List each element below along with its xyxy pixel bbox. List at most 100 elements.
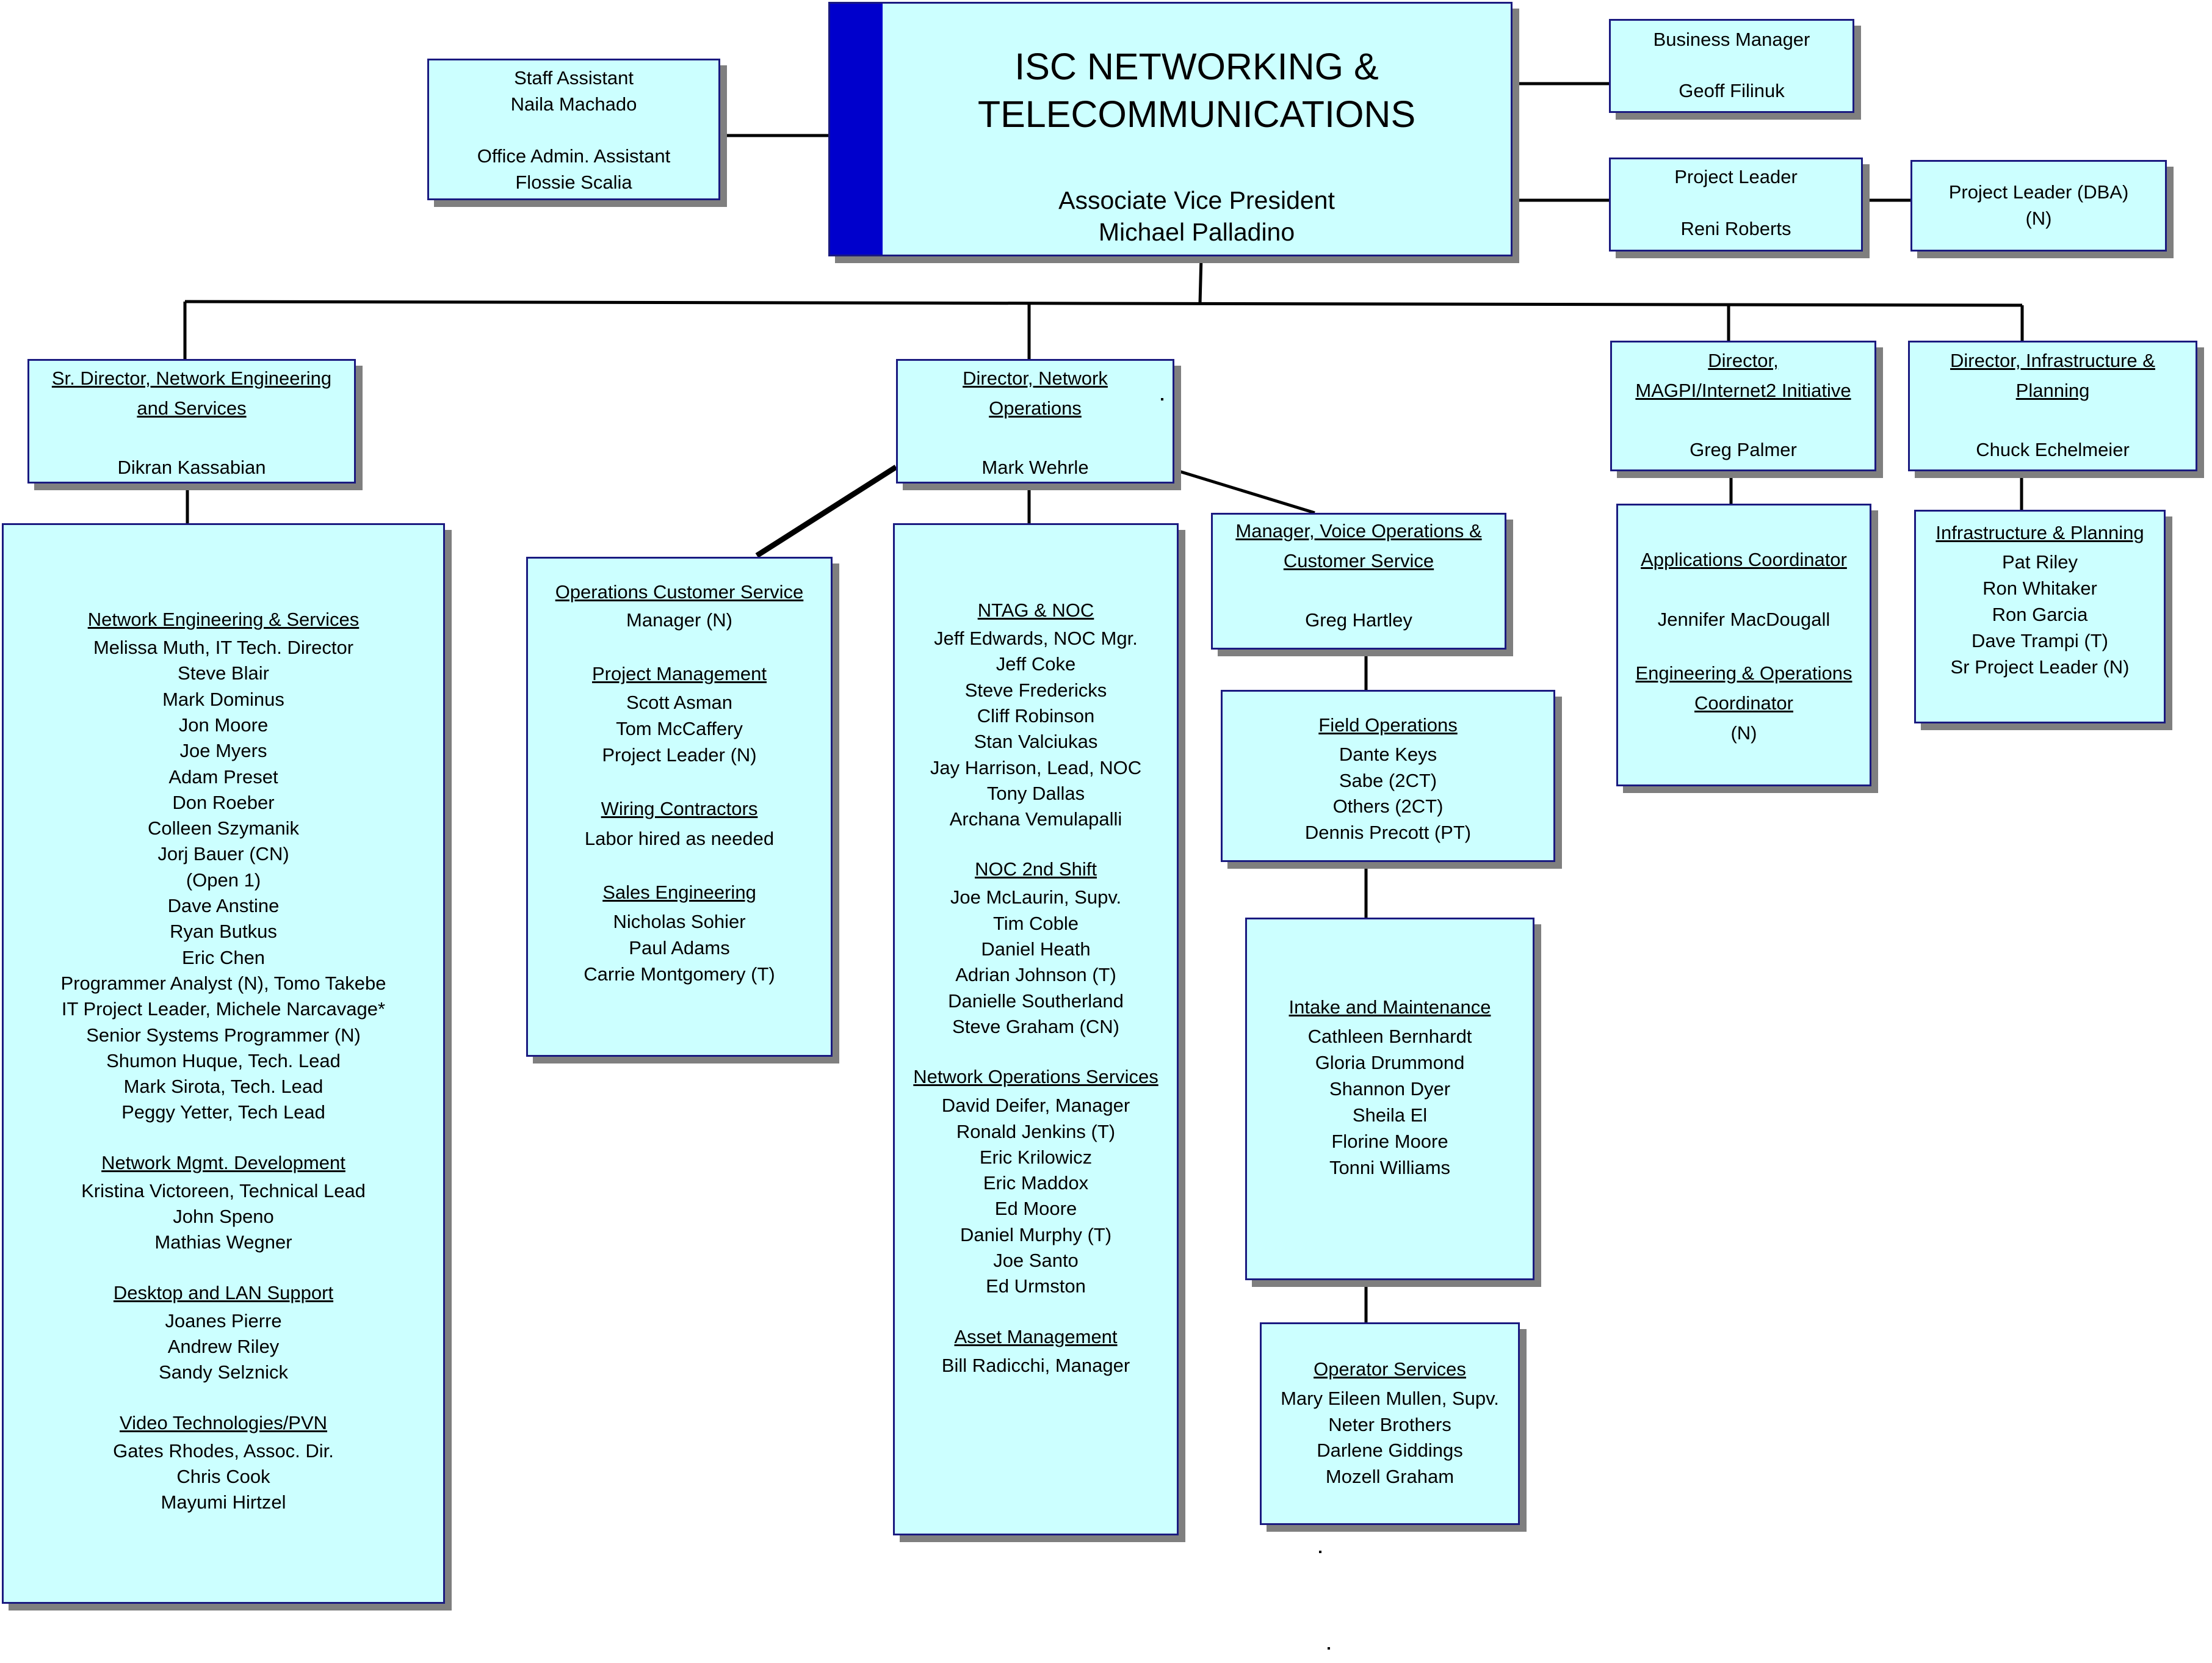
net-eng-entry: Mayumi Hirtzel <box>161 1491 286 1513</box>
ntag-entry: Eric Krilowicz <box>979 1146 1093 1168</box>
infra-planning-entry: Sr Project Leader (N) <box>1950 656 2130 678</box>
director-magpi-name: Greg Palmer <box>1690 439 1797 460</box>
director-magpi-title-2: MAGPI/Internet2 Initiative <box>1635 380 1851 401</box>
ntag-heading: Network Operations Services <box>913 1066 1158 1088</box>
ops-cs-entry: Manager (N) <box>626 609 732 631</box>
ntag-heading: NTAG & NOC <box>977 600 1094 621</box>
operator-entry: Darlene Giddings <box>1317 1440 1463 1461</box>
net-eng-entry: Ryan Butkus <box>170 921 277 943</box>
net-eng-entry: Eric Chen <box>181 946 266 968</box>
net-eng-entry: IT Project Leader, Michele Narcavage* <box>61 998 386 1020</box>
net-eng-entry: Steve Blair <box>178 662 269 684</box>
field-ops-entry: Sabe (2CT) <box>1339 769 1437 791</box>
net-eng-entry: Don Roeber <box>172 791 275 813</box>
net-eng-entry: Peggy Yetter, Tech Lead <box>121 1101 325 1123</box>
intake-entry: Cathleen Bernhardt <box>1307 1026 1472 1047</box>
net-eng-entry: Melissa Muth, IT Tech. Director <box>93 637 354 658</box>
org-title-line1: ISC NETWORKING & <box>1014 46 1379 87</box>
business-manager-box: Business Manager Geoff Filinuk <box>1609 19 1854 113</box>
ntag-entry: Tony Dallas <box>986 782 1085 804</box>
ops-cs-entry: Project Leader (N) <box>602 744 757 766</box>
net-eng-heading: Desktop and LAN Support <box>113 1281 334 1303</box>
avp-name: Michael Palladino <box>1098 218 1295 246</box>
sr-director-name: Dikran Kassabian <box>117 457 266 478</box>
stray-dot-2 <box>1328 1647 1330 1650</box>
net-eng-heading: Network Engineering & Services <box>87 609 360 630</box>
ops-cs-heading: Sales Engineering <box>602 882 756 903</box>
stray-dot-3 <box>1161 398 1163 400</box>
field-ops-entry: Dante Keys <box>1339 744 1437 765</box>
ntag-entry: Ed Moore <box>994 1198 1077 1220</box>
ntag-entry: Daniel Heath <box>981 938 1091 960</box>
net-eng-entry: Dave Anstine <box>167 895 280 916</box>
operator-entry: Mozell Graham <box>1325 1465 1455 1487</box>
operator-entry: Mary Eileen Mullen, Supv. <box>1281 1388 1499 1409</box>
net-eng-entry: Kristina Victoreen, Technical Lead <box>81 1179 366 1201</box>
net-eng-heading: Network Mgmt. Development <box>101 1151 345 1173</box>
net-eng-entry: Mark Dominus <box>162 688 284 710</box>
net-eng-entry: Joe Myers <box>179 740 267 762</box>
net-eng-entry: Mark Sirota, Tech. Lead <box>123 1076 323 1098</box>
ntag-entry: Ronald Jenkins (T) <box>956 1120 1116 1142</box>
director-netops-title-1: Director, Network <box>963 368 1108 389</box>
operator-heading: Operator Services <box>1314 1358 1466 1380</box>
project-leader-box: Project Leader Reni Roberts <box>1609 158 1863 252</box>
intake-entry: Florine Moore <box>1331 1131 1448 1152</box>
infra-planning-entry: Ron Whitaker <box>1982 578 2097 599</box>
net-eng-entry: Jon Moore <box>178 714 269 736</box>
ops-cs-heading: Wiring Contractors <box>601 798 758 819</box>
net-eng-entry: Gates Rhodes, Assoc. Dir. <box>113 1440 334 1462</box>
sr-director-title-2: and Services <box>137 397 247 419</box>
staff-role-2: Office Admin. Assistant <box>477 145 671 167</box>
ops-cs-entry: Scott Asman <box>626 692 733 713</box>
ntag-heading: NOC 2nd Shift <box>975 858 1097 880</box>
ntag-entry: Cliff Robinson <box>977 705 1095 726</box>
eng-ops-coordinator-heading-2: Coordinator <box>1694 692 1793 714</box>
net-eng-entry: Adam Preset <box>168 766 278 788</box>
ops-cs-entry: Carrie Montgomery (T) <box>584 963 775 985</box>
intake-entry: Tonni Williams <box>1329 1157 1451 1178</box>
ops-cs-entry: Tom McCaffery <box>616 718 743 739</box>
ntag-entry: Archana Vemulapalli <box>949 808 1122 830</box>
field-ops-heading: Field Operations <box>1318 714 1458 736</box>
business-manager-role: Business Manager <box>1653 29 1810 50</box>
net-eng-entry: Andrew Riley <box>167 1335 280 1357</box>
net-eng-entry: (Open 1) <box>186 869 261 891</box>
intake-entry: Sheila El <box>1352 1104 1428 1126</box>
infra-planning-heading: Infrastructure & Planning <box>1936 522 2144 543</box>
project-leader-dba-status: (N) <box>2025 208 2052 229</box>
net-eng-entry: Sandy Selznick <box>159 1361 288 1383</box>
ntag-entry: Ed Urmston <box>986 1275 1086 1297</box>
intake-entry: Shannon Dyer <box>1329 1078 1451 1100</box>
ntag-entry: Jeff Coke <box>996 653 1076 675</box>
voice-manager-name: Greg Hartley <box>1305 609 1412 631</box>
net-eng-heading: Video Technologies/PVN <box>119 1411 328 1433</box>
sr-director-title-1: Sr. Director, Network Engineering <box>51 368 332 389</box>
ntag-entry: Jay Harrison, Lead, NOC <box>930 756 1142 778</box>
apps-coordinator-name: Jennifer MacDougall <box>1657 609 1831 630</box>
ops-cs-heading: Operations Customer Service <box>555 581 804 603</box>
net-eng-entry: Mathias Wegner <box>154 1231 292 1253</box>
net-eng-entry: Senior Systems Programmer (N) <box>86 1024 361 1046</box>
ntag-entry: Bill Radicchi, Manager <box>941 1354 1130 1376</box>
project-leader-dba-box: Project Leader (DBA) (N) <box>1910 160 2167 252</box>
stray-dot-1 <box>1319 1551 1321 1553</box>
ntag-entry: Daniel Murphy (T) <box>960 1223 1112 1245</box>
accent-band <box>830 4 883 255</box>
director-netops-title-2: Operations <box>989 397 1082 419</box>
net-eng-entry: Programmer Analyst (N), Tomo Takebe <box>60 972 386 994</box>
director-magpi-box: Director, MAGPI/Internet2 Initiative Gre… <box>1610 341 1876 471</box>
infra-planning-entry: Pat Riley <box>2001 551 2078 573</box>
ntag-entry: Danielle Southerland <box>948 990 1124 1012</box>
business-manager-name: Geoff Filinuk <box>1679 80 1785 101</box>
sr-director-box: Sr. Director, Network Engineering and Se… <box>27 359 356 484</box>
infra-planning-entry: Dave Trampi (T) <box>1972 630 2108 651</box>
director-infra-title-2: Planning <box>2015 380 2090 401</box>
ntag-entry: Stan Valciukas <box>974 731 1098 753</box>
